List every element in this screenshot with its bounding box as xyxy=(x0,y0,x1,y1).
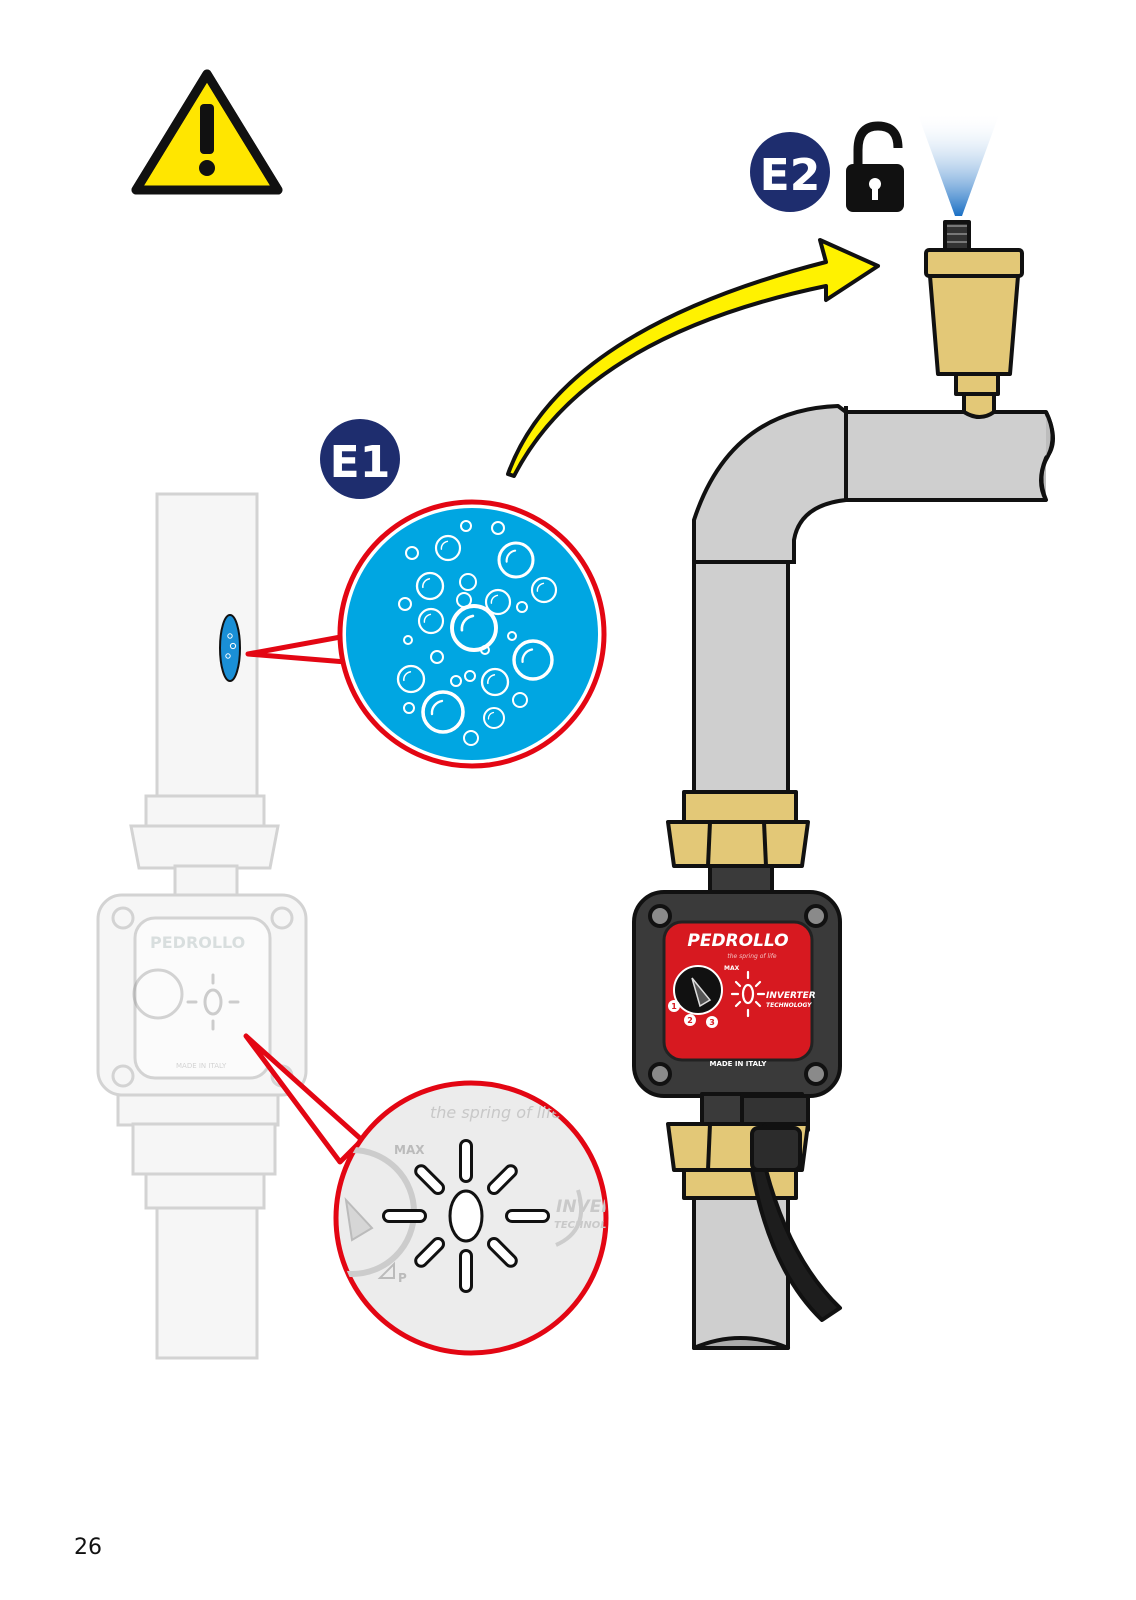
zoom-technology-label: TECHNOLOGY xyxy=(554,1220,632,1231)
zoom-inverter-label: INVERTER xyxy=(556,1197,650,1217)
pump-speed-mark: 2 xyxy=(687,1016,693,1025)
air-bubble xyxy=(403,635,413,645)
air-release-spray xyxy=(917,112,1000,216)
air-bubble xyxy=(464,670,476,682)
air-bubble xyxy=(434,534,462,562)
air-bubble xyxy=(459,573,477,591)
pump-tagline: the spring of life xyxy=(727,953,776,960)
air-bubble xyxy=(450,604,498,652)
flow-arrow xyxy=(506,238,880,478)
step-badge-e1: E1 xyxy=(320,419,400,499)
pump-led-icon xyxy=(730,970,766,1018)
pump-max-label: MAX xyxy=(724,965,740,972)
air-bubble xyxy=(512,692,528,708)
air-bubble xyxy=(421,690,465,734)
faded-pump-details: PEDROLLO MADE IN ITALY xyxy=(132,933,245,1070)
unlocked-padlock-icon xyxy=(846,121,904,212)
pump-speed-marks: 1 2 3 xyxy=(668,1000,718,1028)
air-bubble xyxy=(430,650,444,664)
air-bubble xyxy=(497,541,535,579)
air-bubble xyxy=(405,546,419,560)
warning-triangle-icon xyxy=(131,69,283,195)
pump-speed-mark: 1 xyxy=(671,1002,677,1011)
air-bubble xyxy=(484,588,512,616)
pump-made-in-label: MADE IN ITALY xyxy=(709,1060,767,1068)
step-badge-e2: E2 xyxy=(750,132,830,212)
pump-brand-logo: PEDROLLO xyxy=(687,931,788,951)
badge-e1-label: E1 xyxy=(330,437,391,488)
pump-speed-mark: 3 xyxy=(709,1018,715,1027)
led-blink-icon xyxy=(382,1139,550,1293)
air-bubble xyxy=(396,664,426,694)
air-bubble xyxy=(530,576,558,604)
zoom-p-label: P xyxy=(398,1271,407,1285)
air-bubble xyxy=(417,607,445,635)
air-bubble xyxy=(483,707,505,729)
air-bubble xyxy=(456,592,472,608)
air-bubbles-callout xyxy=(245,499,607,769)
faded-pump-assembly xyxy=(96,492,308,1360)
air-bubble xyxy=(512,639,554,681)
air-bubble xyxy=(450,675,462,687)
air-bubble xyxy=(460,520,472,532)
pump-technology-label: TECHNOLOGY xyxy=(766,1002,812,1009)
air-bubble xyxy=(480,645,490,655)
air-bubble xyxy=(415,571,445,601)
svg-text:PEDROLLO: PEDROLLO xyxy=(150,933,245,952)
zoom-max-label: MAX xyxy=(394,1143,425,1157)
air-bubble xyxy=(491,521,505,535)
svg-text:MADE IN ITALY: MADE IN ITALY xyxy=(176,1062,227,1070)
led-zoom-callout: the spring of life MAX INVERTER TECHNOLO… xyxy=(243,1033,650,1356)
zoom-tagline: the spring of life xyxy=(430,1103,561,1122)
automatic-air-vent-icon xyxy=(924,220,1024,419)
page-number: 26 xyxy=(74,1535,102,1560)
badge-e2-label: E2 xyxy=(760,150,821,201)
air-bubble xyxy=(516,601,528,613)
pump-face-details: PEDROLLO the spring of life MAX INVERTER… xyxy=(668,931,816,1068)
air-bubble xyxy=(398,597,412,611)
air-pocket-indicator xyxy=(219,614,241,682)
air-bubble xyxy=(480,667,510,697)
air-bubble xyxy=(463,730,479,746)
circulator-pump xyxy=(632,790,842,1322)
pump-inverter-label: INVERTER xyxy=(766,991,816,1001)
air-bubble xyxy=(403,702,415,714)
air-bubble xyxy=(507,631,517,641)
